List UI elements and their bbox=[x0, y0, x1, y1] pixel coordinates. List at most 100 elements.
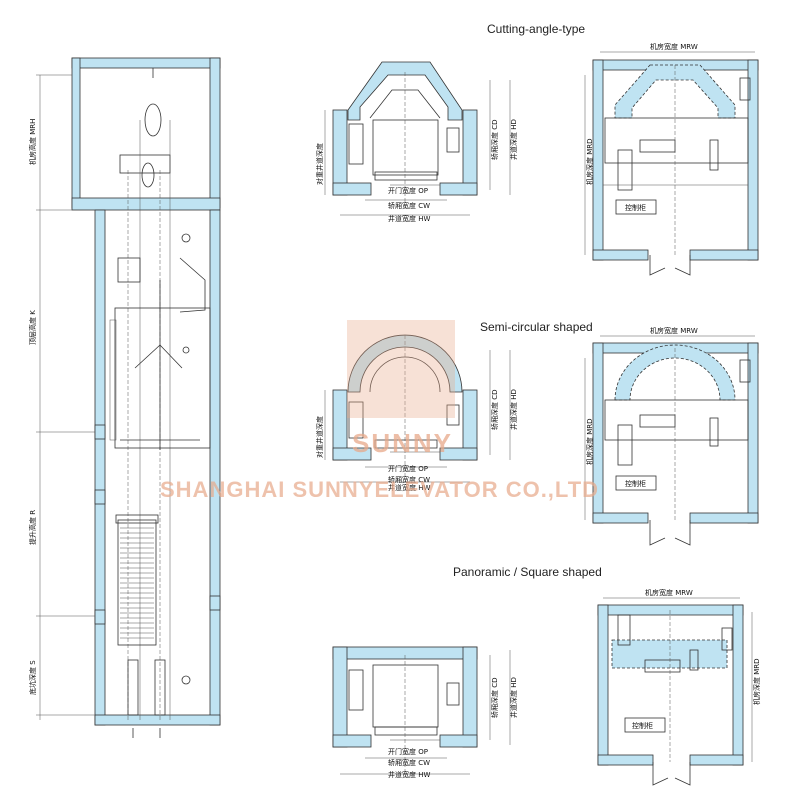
label-hd: 井道深度 HD bbox=[509, 389, 518, 430]
label-sight-depth: 对重井道深度 bbox=[315, 416, 324, 458]
label-cd: 轿厢深度 CD bbox=[490, 119, 499, 160]
pit-floor bbox=[94, 714, 221, 726]
sheave bbox=[144, 103, 162, 137]
entrance-door bbox=[652, 762, 691, 786]
mr-right-wall bbox=[747, 342, 759, 524]
label-k: 顶层高度 K bbox=[28, 310, 37, 345]
machine-room-left-wall bbox=[71, 57, 81, 209]
buffer-arrows bbox=[132, 728, 161, 738]
mr-bottom-right bbox=[689, 754, 744, 766]
machine-room-cutting: 机房宽度 MRW 机房深度 MRD 控制柜 bbox=[584, 42, 759, 276]
plan-semi-circular: 开门宽度 OP 轿厢宽度 CW 井道宽度 HW 轿厢深度 CD 井道深度 HD … bbox=[315, 334, 518, 492]
guide-rail-bracket bbox=[446, 127, 460, 153]
label-cw: 轿厢宽度 CW bbox=[388, 201, 430, 210]
label-mrd: 机房深度 MRD bbox=[585, 418, 594, 465]
governor bbox=[689, 649, 699, 671]
car-sling bbox=[179, 257, 206, 313]
title-cutting-angle: Cutting-angle-type bbox=[487, 22, 586, 36]
door-sill bbox=[374, 439, 438, 449]
mr-bottom-right bbox=[689, 512, 759, 524]
car-body bbox=[372, 119, 439, 176]
mr-right-wall bbox=[732, 604, 744, 766]
front-wall-left bbox=[332, 734, 372, 748]
counterweight-plan bbox=[348, 669, 364, 711]
front-wall-left bbox=[332, 182, 372, 196]
mr-bottom-right bbox=[689, 249, 759, 261]
title-panoramic-square: Panoramic / Square shaped bbox=[453, 565, 602, 579]
guide-rail-bracket bbox=[446, 404, 460, 426]
watermark-logo-box bbox=[347, 320, 455, 418]
shaft-wall-right bbox=[462, 646, 478, 748]
sub-unit bbox=[617, 614, 631, 646]
buffer bbox=[127, 659, 139, 716]
machine-base bbox=[604, 399, 749, 441]
counterweight-plan bbox=[348, 123, 364, 165]
mr-left-wall bbox=[597, 604, 609, 766]
label-cabinet: 控制柜 bbox=[625, 203, 646, 212]
title-semi-circular: Semi-circular shaped bbox=[480, 320, 593, 334]
traction-motor bbox=[639, 414, 676, 428]
label-hw: 井道宽度 HW bbox=[388, 770, 430, 779]
label-mrd: 机房深度 MRD bbox=[585, 138, 594, 185]
entrance-door bbox=[649, 520, 691, 546]
entrance-door bbox=[649, 255, 691, 276]
car-frame bbox=[120, 280, 200, 450]
governor bbox=[709, 139, 719, 171]
traction-motor bbox=[639, 139, 676, 153]
machine-room-panoramic: 机房宽度 MRW 机房深度 MRD 控制柜 bbox=[597, 588, 761, 786]
label-mrw: 机房宽度 MRW bbox=[650, 42, 698, 51]
label-r: 提升高度 R bbox=[28, 510, 37, 545]
front-wall-right bbox=[439, 734, 478, 748]
label-s: 底坑深度 S bbox=[28, 660, 37, 695]
shaft-left-wall bbox=[94, 209, 106, 726]
cut-angle-glass-wall bbox=[347, 61, 463, 121]
front-wall-right bbox=[439, 182, 478, 196]
machine-room-floor bbox=[71, 197, 221, 211]
counterweight bbox=[117, 519, 157, 646]
control-cabinet bbox=[615, 475, 657, 491]
traction-motor bbox=[644, 659, 681, 673]
counterweight-blocks bbox=[120, 527, 154, 639]
guide-rail-bracket bbox=[446, 682, 460, 706]
deflector-sheave bbox=[141, 162, 155, 188]
control-cabinet bbox=[615, 199, 657, 215]
label-cw: 轿厢宽度 CW bbox=[388, 758, 430, 767]
shaft-outline-dashed bbox=[611, 639, 728, 669]
shaft-right-wall bbox=[209, 209, 221, 726]
mr-right-wall bbox=[747, 59, 759, 261]
buffer bbox=[154, 659, 166, 716]
label-hw: 井道宽度 HW bbox=[388, 483, 430, 492]
door-sill bbox=[374, 171, 438, 181]
label-cabinet: 控制柜 bbox=[632, 721, 653, 730]
control-cabinet bbox=[624, 717, 666, 733]
governor bbox=[709, 417, 719, 447]
machine-base bbox=[604, 117, 749, 164]
car-door bbox=[109, 319, 117, 441]
label-mrw: 机房宽度 MRW bbox=[650, 326, 698, 335]
label-cabinet: 控制柜 bbox=[625, 479, 646, 488]
label-op: 开门宽度 OP bbox=[388, 464, 428, 473]
vent bbox=[739, 77, 751, 101]
hall-button-icon bbox=[181, 675, 191, 685]
machine-room-semi: 机房宽度 MRW 机房深度 MRD 控制柜 bbox=[584, 326, 759, 546]
mr-top-wall bbox=[597, 604, 744, 616]
label-hd: 井道深度 HD bbox=[509, 677, 518, 718]
label-mrh: 机房高度 MRH bbox=[28, 119, 37, 165]
front-wall-right bbox=[439, 447, 478, 461]
shaft-section: 机房高度 MRH 顶层高度 K 提升高度 R 底坑深度 S bbox=[28, 57, 221, 738]
shaft-wall-left bbox=[332, 109, 348, 196]
counterweight-top bbox=[115, 514, 159, 524]
car-top-frame bbox=[117, 257, 141, 283]
machine-room-roof bbox=[71, 57, 221, 69]
front-wall-left bbox=[332, 447, 372, 461]
label-cd: 轿厢深度 CD bbox=[490, 389, 499, 430]
label-op: 开门宽度 OP bbox=[388, 186, 428, 195]
label-mrw: 机房宽度 MRW bbox=[645, 588, 693, 597]
landing-slab bbox=[94, 424, 106, 440]
car-body bbox=[372, 664, 439, 728]
plan-panoramic-square: 开门宽度 OP 轿厢宽度 CW 井道宽度 HW 轿厢深度 CD 井道深度 HD bbox=[332, 646, 518, 779]
landing-slab bbox=[209, 595, 221, 611]
mr-bottom-left bbox=[592, 512, 649, 524]
